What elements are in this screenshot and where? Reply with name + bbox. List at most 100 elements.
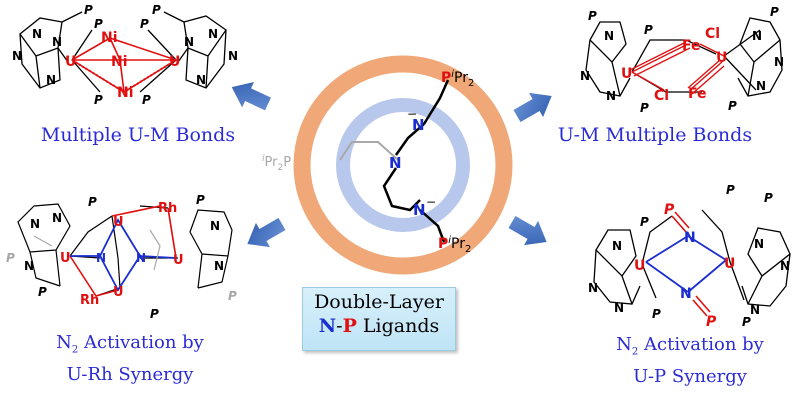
svg-text:N: N [214, 259, 224, 273]
svg-text:P: P [140, 17, 149, 31]
outer-orange-ring [293, 55, 513, 275]
u-atom-label: U [621, 66, 632, 82]
svg-text:N: N [780, 259, 790, 273]
svg-text:N: N [580, 69, 590, 83]
svg-text:P: P [196, 193, 205, 207]
svg-text:N: N [614, 301, 624, 315]
svg-text:N: N [604, 29, 614, 43]
svg-text:P: P [640, 101, 649, 115]
structure-u-rh-heteroatoms: N N NN N NN P P P P P P [6, 193, 237, 321]
svg-text:P: P [142, 93, 151, 107]
svg-text:P: P [150, 307, 159, 321]
p-atom-label: P [664, 202, 675, 218]
ligand-n-upper: N [412, 116, 425, 134]
double-layer-label-box: Double-Layer N-P Ligands [302, 287, 456, 351]
svg-text:P: P [644, 23, 653, 37]
svg-text:P: P [728, 99, 737, 113]
svg-text:P: P [726, 183, 735, 197]
arrow-bottom-right [508, 215, 547, 246]
caption-u-m-multiple-bonds: U-M Multiple Bonds [557, 124, 753, 146]
arrow-top-left [231, 82, 271, 111]
svg-text:N: N [52, 35, 62, 49]
svg-text:N: N [756, 79, 766, 93]
ni-atom-label: Ni [101, 30, 118, 46]
structure-u-rh-labels: U U U U Rh Rh [60, 201, 184, 308]
caption-multiple-u-m-bonds: Multiple U-M Bonds [40, 124, 236, 146]
svg-text:P: P [88, 195, 97, 209]
svg-text:P: P [84, 3, 93, 17]
ligand-n-center: N [389, 154, 402, 172]
svg-text:P: P [94, 17, 103, 31]
structure-u-rh [17, 203, 233, 297]
svg-text:P: P [94, 93, 103, 107]
u-atom-label: U [724, 256, 735, 272]
caption-n2-activation-u-rh: N2 Activation by U-Rh Synergy [10, 331, 250, 387]
arrow-bottom-left [247, 217, 286, 248]
rh-atom-label: Rh [158, 201, 177, 216]
u-atom-label: U [113, 285, 124, 300]
ligand-n-lower: N [413, 201, 426, 219]
svg-text:N: N [208, 27, 218, 41]
ni-atom-label: Ni [111, 54, 128, 70]
svg-text:P: P [652, 307, 661, 321]
svg-text:N: N [24, 259, 34, 273]
svg-text:N: N [612, 239, 622, 253]
svg-text:N: N [774, 55, 784, 69]
u-atom-label: U [113, 215, 124, 230]
inner-blue-ring [336, 98, 470, 232]
structure-u-p-labels: U U P P N N [634, 202, 735, 330]
svg-text:N: N [46, 73, 56, 87]
ligand-arm-lower [419, 209, 446, 243]
svg-text:N: N [750, 303, 760, 317]
caption-line: N2 Activation by [56, 332, 204, 356]
svg-text:P: P [764, 191, 773, 205]
svg-text:N: N [752, 29, 762, 43]
svg-text:N: N [12, 49, 22, 63]
svg-text:P: P [640, 215, 649, 229]
ligand-ipr2-upper: PiPr2 [441, 69, 474, 89]
n-atom-label: N [684, 230, 696, 246]
ligand-back-ipr2: iPr2P [262, 154, 291, 173]
arrow-top-right [513, 92, 552, 123]
caption-line: U-P Synergy [633, 365, 747, 387]
structure-u-ni [19, 11, 227, 93]
ligand-n-lower-charge: − [426, 195, 436, 209]
svg-text:N: N [196, 73, 206, 87]
p-atom-label: P [706, 314, 717, 330]
svg-text:P: P [38, 285, 47, 299]
box-title: Double-Layer [314, 291, 444, 313]
n-atom-label: N [680, 286, 692, 302]
caption-line: N2 Activation by [616, 334, 764, 358]
svg-text:N: N [184, 35, 194, 49]
ligand-n-upper-charge: − [407, 107, 417, 121]
structure-u-p-heteroatoms: N N N N N N P P P P P [588, 183, 790, 329]
svg-text:P: P [742, 315, 751, 329]
svg-text:N: N [210, 219, 220, 233]
svg-text:N: N [96, 251, 106, 265]
svg-text:N: N [588, 281, 598, 295]
structure-u-fe-heteroatoms: NNN NNN PP PP P [580, 5, 784, 115]
svg-text:P: P [588, 9, 597, 23]
fe-atom-label: Fe [682, 38, 701, 54]
box-subtitle: N-P Ligands [318, 315, 440, 337]
svg-text:N: N [754, 237, 764, 251]
svg-text:P: P [152, 3, 161, 17]
svg-text:N: N [136, 251, 146, 265]
structure-u-p [593, 209, 791, 317]
ligand-back-arm [339, 141, 399, 161]
u-atom-label: U [65, 54, 76, 70]
u-atom-label: U [716, 50, 727, 66]
structure-u-ni-labels: U U Ni Ni Ni [65, 30, 180, 101]
structure-u-fe [585, 17, 783, 97]
svg-text:N: N [52, 211, 62, 225]
structure-u-fe-labels: U U Fe Fe Cl Cl [621, 26, 727, 104]
svg-text:N: N [32, 27, 42, 41]
svg-text:P: P [6, 251, 15, 265]
svg-text:N: N [606, 89, 616, 103]
svg-text:P: P [228, 289, 237, 303]
u-atom-label: U [60, 251, 71, 266]
ligand-backbone [382, 79, 450, 212]
